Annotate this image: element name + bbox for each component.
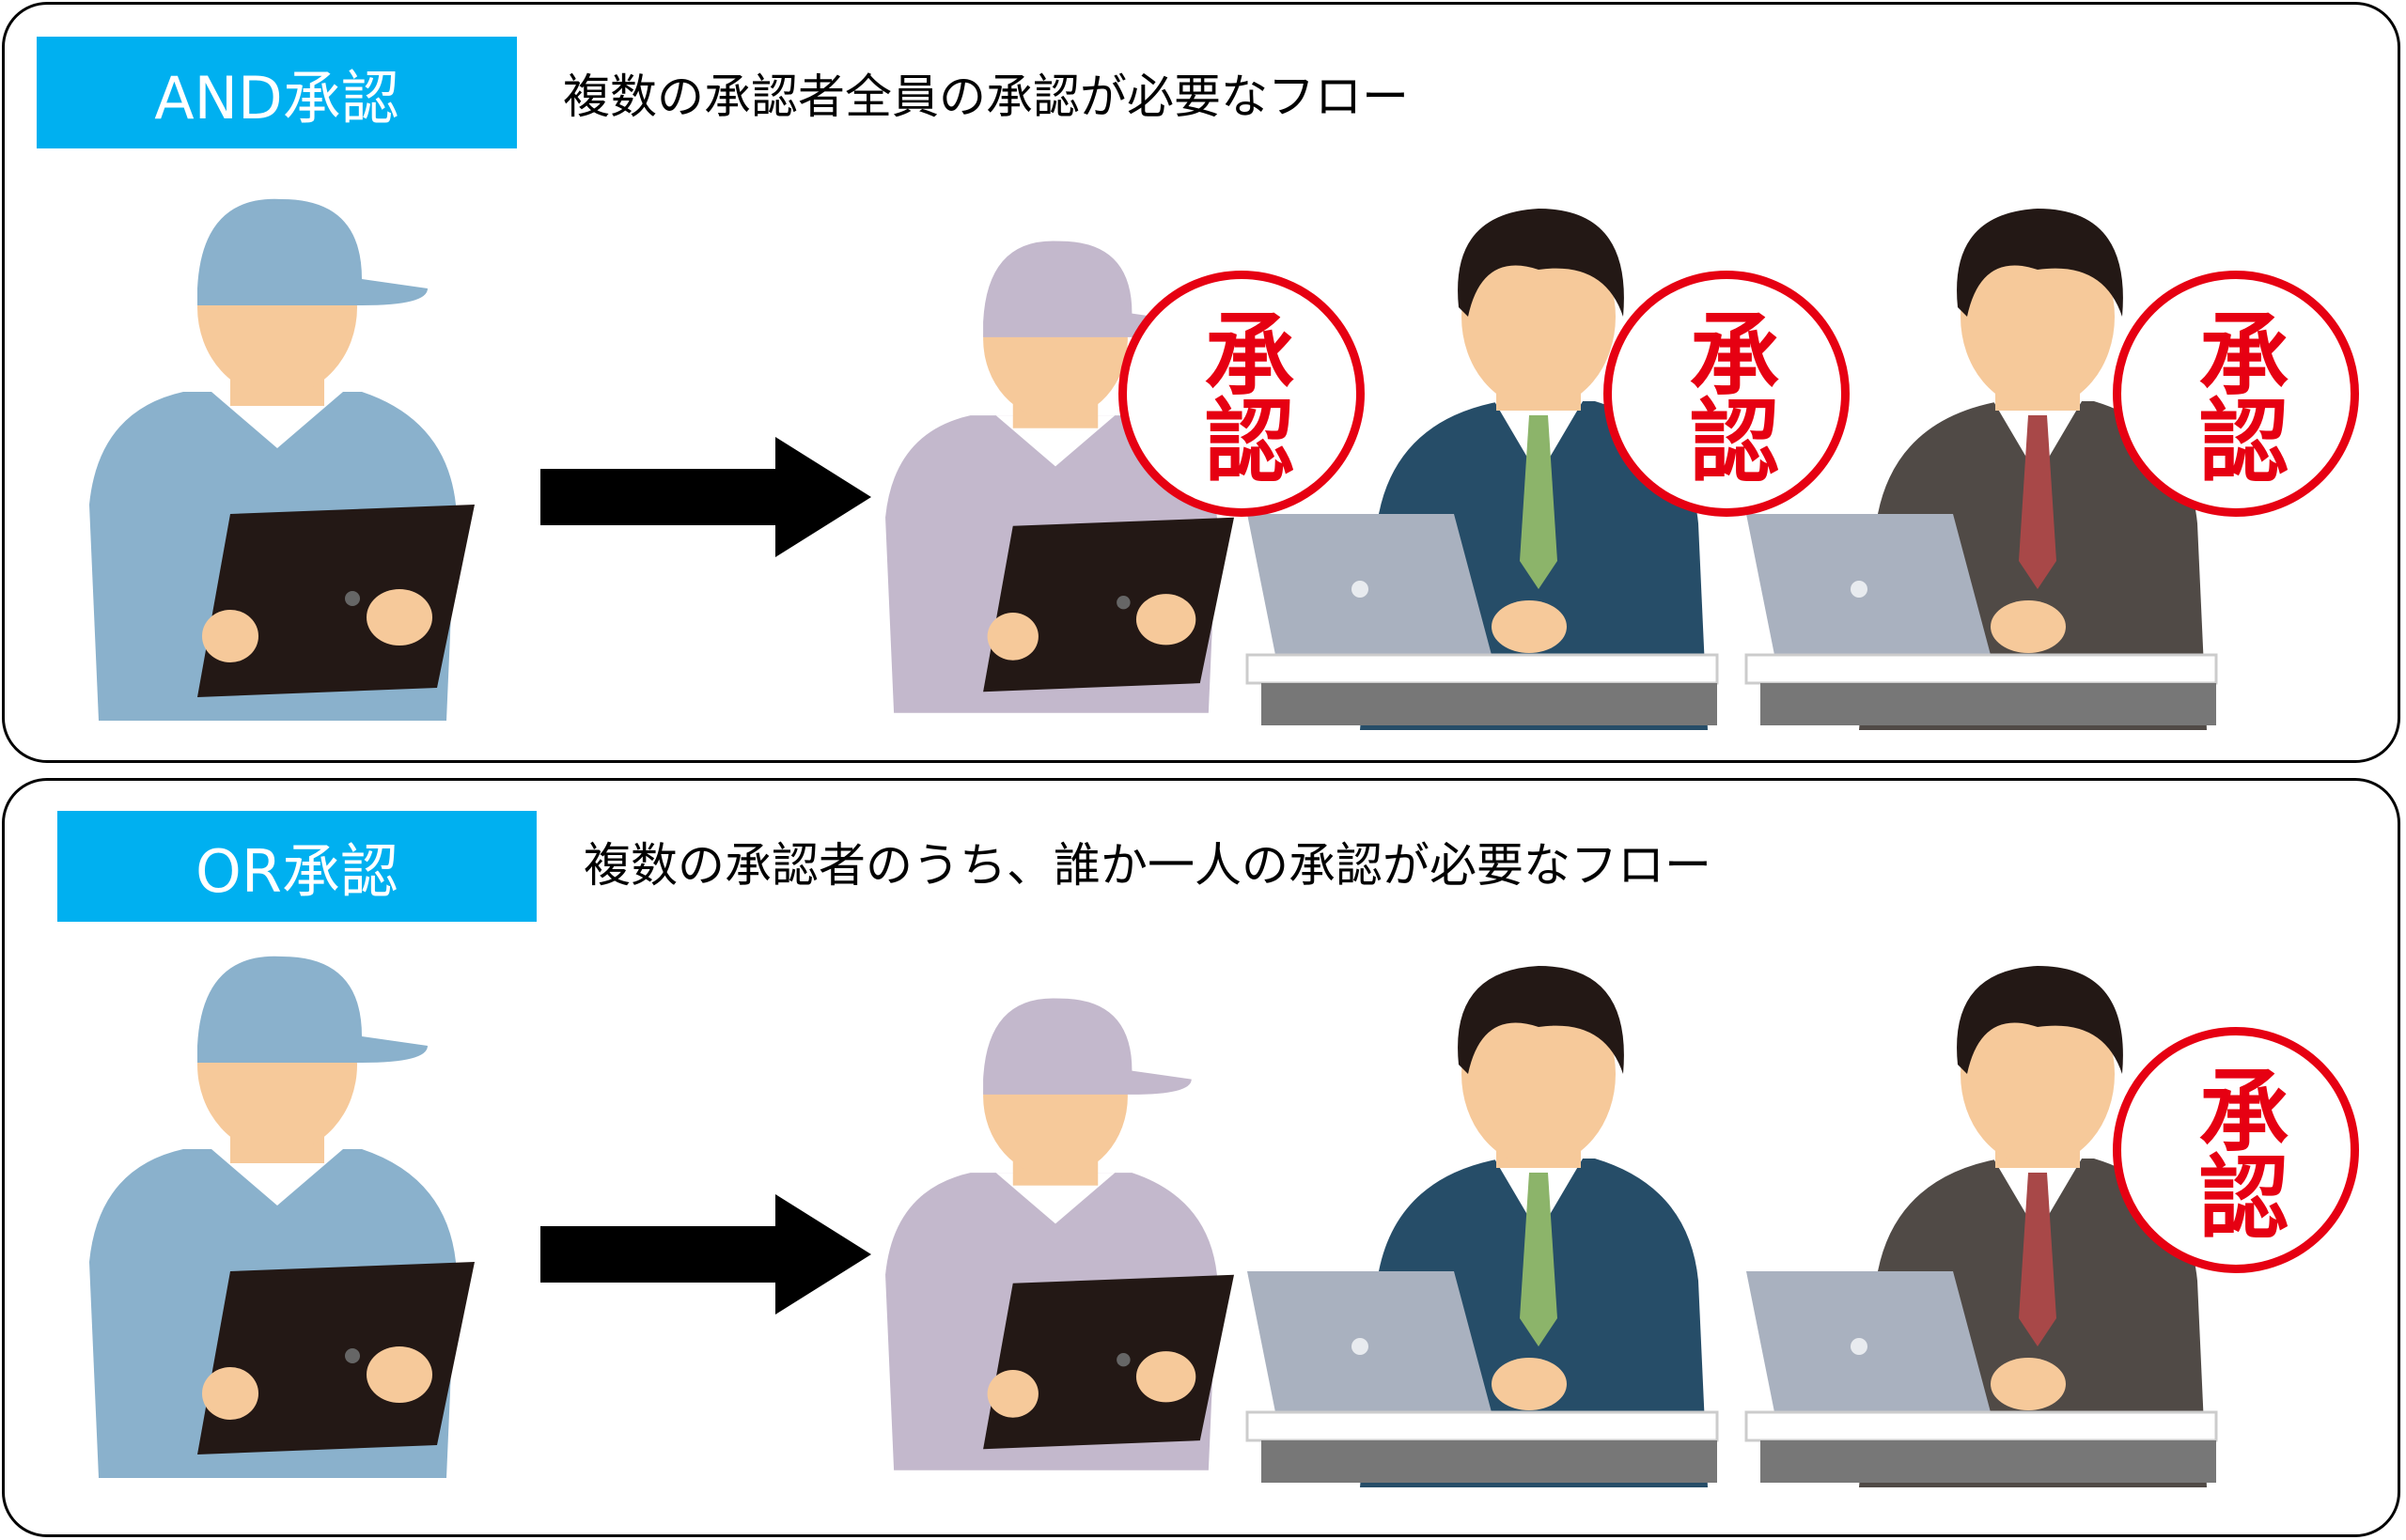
approval-stamp-3: 承認 xyxy=(2113,271,2359,517)
arrow-right-icon xyxy=(540,437,871,557)
stamp-text: 承認 xyxy=(1189,307,1295,480)
stamp-text: 承認 xyxy=(2183,307,2289,480)
stamp-text: 承認 xyxy=(2183,1064,2289,1237)
approver-worker-figure xyxy=(877,983,1234,1490)
stamp-text: 承認 xyxy=(1674,307,1780,480)
arrow-right-icon xyxy=(540,1194,871,1314)
approval-stamp-2: 承認 xyxy=(1603,271,1850,517)
and-approval-label: AND承認 xyxy=(37,37,517,148)
approver-manager-1-figure xyxy=(1238,961,1726,1487)
requester-worker-figure xyxy=(80,194,475,730)
and-approval-description: 複数の承認者全員の承認が必要なフロー xyxy=(563,70,1409,124)
or-approval-description: 複数の承認者のうち、誰か一人の承認が必要なフロー xyxy=(584,838,1711,893)
or-approval-panel: OR承認 複数の承認者のうち、誰か一人の承認が必要なフロー 承認 xyxy=(2,778,2400,1537)
requester-worker-figure xyxy=(80,952,475,1487)
approval-stamp: 承認 xyxy=(2113,1027,2359,1273)
or-approval-label: OR承認 xyxy=(57,811,537,922)
and-approval-panel: AND承認 複数の承認者全員の承認が必要なフロー 承認 承認 承認 xyxy=(2,2,2400,763)
approval-stamp-1: 承認 xyxy=(1118,271,1365,517)
